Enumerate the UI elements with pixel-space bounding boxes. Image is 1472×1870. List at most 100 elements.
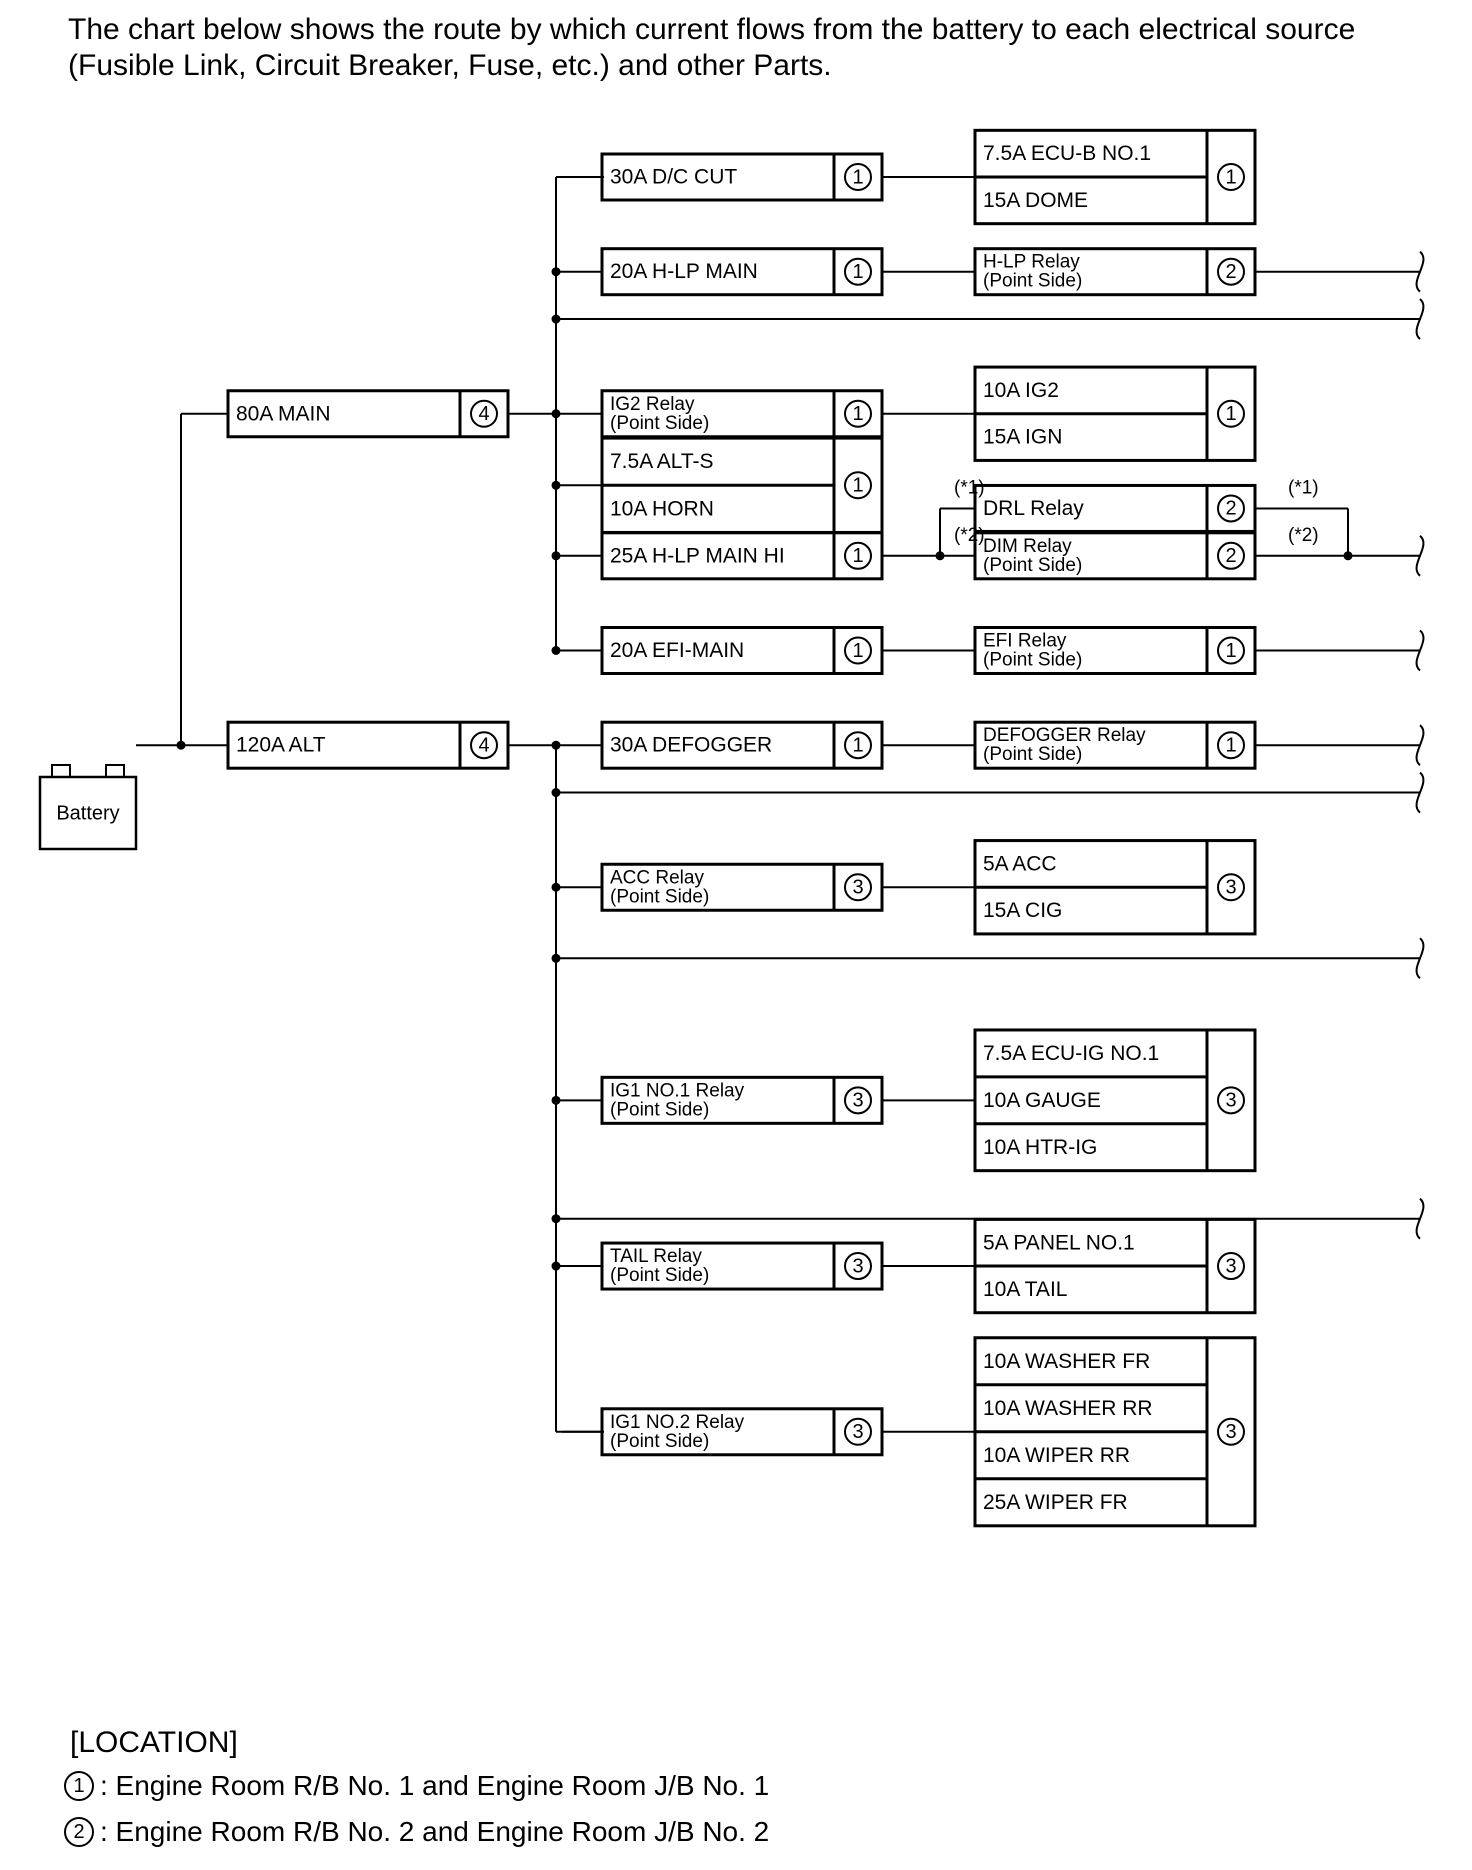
load-acc_cig-loc-circle: [1217, 873, 1245, 902]
load-acc_cig-label: 15A CIG: [983, 899, 1062, 922]
feed-alt_horn-loc-number: 1: [852, 475, 863, 497]
feed-hlp_main-label: 20A H-LP MAIN: [610, 260, 758, 283]
feed-efi_main-label: 20A EFI-MAIN: [610, 639, 744, 662]
load-efi_relay-sublabel: (Point Side): [983, 650, 1082, 671]
intro-line-2: (Fusible Link, Circuit Breaker, Fuse, et…: [68, 49, 832, 82]
load-dim_relay-label: DIM Relay: [983, 536, 1072, 557]
feed-ig1_no2-label: IG1 NO.2 Relay: [610, 1412, 745, 1433]
battery-body: [38, 775, 138, 851]
load-ig2_ign-loc-circle: [1217, 399, 1245, 428]
feed-efi_main-loc-circle: [844, 636, 872, 665]
feed-acc_relay-loc-circle: [844, 873, 872, 902]
feed-efi_main-loc-number: 1: [852, 640, 863, 662]
feed-ig2_relay-loc-number: 1: [852, 403, 863, 425]
battery-label: Battery: [56, 802, 119, 824]
load-washer_group-label: 10A WASHER FR: [983, 1350, 1150, 1373]
feed-acc_relay-sublabel: (Point Side): [610, 886, 709, 907]
feed-tail_relay-loc-circle: [844, 1252, 872, 1281]
location-text-1: : Engine Room R/B No. 1 and Engine Room …: [100, 1770, 770, 1801]
feed-ig2_relay-label: IG2 Relay: [610, 394, 695, 415]
feed-ig1_no2-loc-number: 3: [852, 1421, 863, 1443]
load-hlp_relay-label: H-LP Relay: [983, 252, 1080, 273]
note-star2-in: (*2): [954, 525, 985, 546]
load-efi_relay-loc-number: 1: [1225, 640, 1236, 662]
load-acc_cig-loc-number: 3: [1225, 877, 1236, 899]
feed-dc_cut-loc-circle: [844, 163, 872, 191]
feed-defogger-loc-number: 1: [852, 734, 863, 756]
load-drl_relay-label: DRL Relay: [983, 497, 1084, 520]
location-number-1: 1: [64, 1771, 94, 1801]
feed-dc_cut-loc-number: 1: [852, 166, 863, 188]
load-washer_group-loc-circle: [1217, 1417, 1245, 1446]
location-legend-1: 1 : Engine Room R/B No. 1 and Engine Roo…: [64, 1770, 769, 1802]
intro-line-1: The chart below shows the route by which…: [68, 13, 1356, 46]
load-defogger_relay-loc-number: 1: [1225, 734, 1236, 756]
load-defogger_relay-label: DEFOGGER Relay: [983, 725, 1146, 746]
load-efi_relay-loc-circle: [1217, 636, 1245, 665]
drl-dim-junction: [1343, 551, 1353, 561]
feed-defogger-loc-circle: [844, 731, 872, 760]
feed-hlp_main_hi-label: 25A H-LP MAIN HI: [610, 544, 785, 567]
load-tail_group-loc-circle: [1217, 1252, 1245, 1281]
load-ig1_group-label: 7.5A ECU-IG NO.1: [983, 1042, 1159, 1065]
load-ig1_group-loc-circle: [1217, 1086, 1245, 1115]
location-heading: [LOCATION]: [70, 1726, 238, 1759]
load-hlp_relay-sublabel: (Point Side): [983, 271, 1082, 292]
load-ig1_group-label: 10A GAUGE: [983, 1089, 1101, 1112]
load-ig1_group-label: 10A HTR-IG: [983, 1136, 1097, 1159]
load-tail_group-label: 5A PANEL NO.1: [983, 1231, 1135, 1254]
feed-alt_horn-loc-circle: [844, 471, 872, 500]
feed-hlp_main_hi-loc-circle: [844, 541, 872, 570]
load-drl_relay-loc-circle: [1217, 494, 1245, 523]
tap-alt_tap_1-break-icon: [1415, 771, 1425, 814]
load-washer_group-label: 25A WIPER FR: [983, 1491, 1128, 1514]
load-ecu_dome-label: 15A DOME: [983, 189, 1088, 212]
link-alt-loc-number: 4: [478, 734, 489, 756]
load-ecu_dome-loc-circle: [1217, 163, 1245, 191]
intro-text: The chart below shows the route by which…: [68, 12, 1428, 84]
feed-hlp_main_hi-loc-number: 1: [852, 545, 863, 567]
link-alt-label: 120A ALT: [236, 734, 326, 757]
load-dim_relay-loc-circle: [1217, 541, 1245, 570]
feed-acc_relay-loc-number: 3: [852, 877, 863, 899]
feed-tail_relay-sublabel: (Point Side): [610, 1265, 709, 1286]
load-defogger_relay-sublabel: (Point Side): [983, 744, 1082, 765]
feed-ig1_no2-sublabel: (Point Side): [610, 1431, 709, 1452]
tap-main_tap-break-icon: [1415, 298, 1425, 340]
feed-ig1_no2-loc-circle: [844, 1417, 872, 1446]
feed-alt_horn-label: 7.5A ALT-S: [610, 450, 714, 473]
location-text-2: : Engine Room R/B No. 2 and Engine Room …: [100, 1816, 770, 1847]
feed-acc_relay-label: ACC Relay: [610, 867, 704, 888]
location-legend-2: 2 : Engine Room R/B No. 2 and Engine Roo…: [64, 1816, 769, 1848]
load-efi_relay-break-icon: [1415, 629, 1425, 672]
link-alt-loc-circle: [470, 731, 498, 760]
feed-ig1_no1-loc-number: 3: [852, 1090, 863, 1112]
drl-dim-break-icon: [1415, 535, 1425, 577]
note-star1-in: (*1): [954, 477, 985, 498]
link-main-loc-number: 4: [478, 403, 489, 425]
load-washer_group-label: 10A WASHER RR: [983, 1397, 1153, 1420]
load-dim_relay-sublabel: (Point Side): [983, 555, 1082, 576]
load-hlp_relay-break-icon: [1415, 250, 1425, 293]
load-ig2_ign-label: 15A IGN: [983, 426, 1062, 449]
load-tail_group-label: 10A TAIL: [983, 1278, 1067, 1301]
feed-dc_cut-label: 30A D/C CUT: [610, 166, 737, 189]
tap-alt_tap_2-break-icon: [1415, 937, 1425, 980]
load-tail_group-loc-number: 3: [1225, 1255, 1236, 1277]
load-ig1_group-loc-number: 3: [1225, 1090, 1236, 1112]
load-ecu_dome-loc-number: 1: [1225, 166, 1236, 188]
load-defogger_relay-break-icon: [1415, 724, 1425, 766]
load-ecu_dome-label: 7.5A ECU-B NO.1: [983, 142, 1151, 165]
load-acc_cig-label: 5A ACC: [983, 852, 1057, 875]
wiring-diagram: Battery 80A MAIN 4 120A ALT 4 30A D/C CUT 1 20A…: [38, 128, 1425, 1528]
load-defogger_relay-loc-circle: [1217, 731, 1245, 760]
load-washer_group-label: 10A WIPER RR: [983, 1444, 1130, 1467]
feed-ig1_no1-label: IG1 NO.1 Relay: [610, 1080, 745, 1101]
battery-terminal-positive: [105, 764, 125, 778]
link-main-label: 80A MAIN: [236, 402, 331, 425]
note-star2-out: (*2): [1288, 525, 1319, 546]
note-star1-out: (*1): [1288, 477, 1319, 498]
load-washer_group-loc-number: 3: [1225, 1421, 1236, 1443]
load-dim_relay-loc-number: 2: [1225, 545, 1236, 567]
load-efi_relay-label: EFI Relay: [983, 631, 1067, 652]
